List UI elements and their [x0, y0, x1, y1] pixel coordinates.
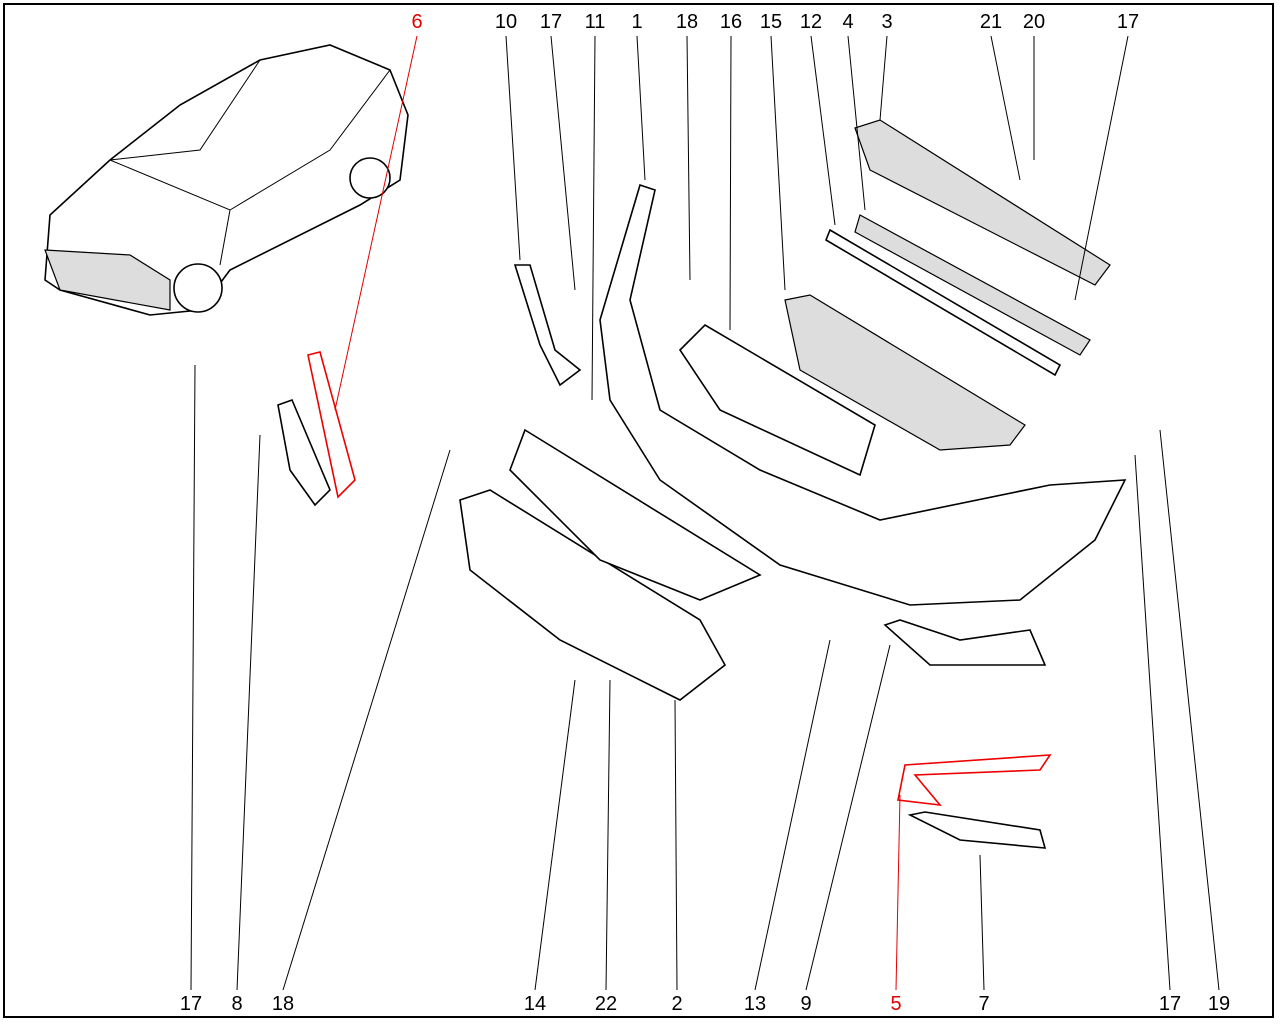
part-7-moulding — [907, 811, 1047, 849]
callouts_bottom-callout-17: 17 — [180, 993, 202, 1015]
callouts_bottom-callout-13: 13 — [744, 993, 766, 1015]
leader-line — [729, 35, 732, 331]
part-4-grille-mesh — [854, 214, 1091, 356]
callouts_top-callout-17: 17 — [540, 11, 562, 33]
callouts_bottom-callout-8: 8 — [231, 993, 242, 1015]
callouts_top-callout-15: 15 — [760, 11, 782, 33]
callouts_bottom-callout-14: 14 — [524, 993, 546, 1015]
leader-line — [505, 35, 521, 261]
leader-line — [1074, 35, 1129, 301]
leader-line — [770, 35, 786, 291]
leader-line — [282, 449, 451, 991]
callouts_top-callout-1: 1 — [631, 11, 642, 33]
callouts_top-callout-3: 3 — [881, 11, 892, 33]
callouts_top-callout-18: 18 — [676, 11, 698, 33]
callouts_top-callout-16: 16 — [720, 11, 742, 33]
callouts_top-callout-21: 21 — [980, 11, 1002, 33]
callouts_top-callout-4: 4 — [842, 11, 853, 33]
leader-line — [591, 35, 596, 401]
callouts_top-callout-6: 6 — [411, 11, 422, 33]
part-15-lower-grille — [784, 294, 1026, 451]
part-2-radiator-grille — [459, 489, 727, 701]
part-8-trim — [277, 398, 331, 507]
leader-line — [686, 35, 691, 281]
leader-line — [534, 679, 576, 991]
callouts_top-callout-11: 11 — [585, 11, 606, 33]
leader-line — [674, 699, 678, 991]
callouts_bottom-callout-19: 19 — [1208, 993, 1230, 1015]
part-1-front-bumper — [599, 183, 1127, 606]
part-9-fog-frame — [883, 619, 1047, 666]
leader-line — [810, 35, 836, 226]
callouts_bottom-callout-17: 17 — [1159, 993, 1181, 1015]
callouts_bottom-callout-2: 2 — [671, 993, 682, 1015]
leader-line — [1134, 454, 1171, 991]
diagram-frame — [3, 3, 1274, 1018]
leader-line — [550, 35, 576, 291]
leader-line — [236, 434, 261, 991]
leader-line — [979, 854, 985, 991]
leader-line — [754, 639, 831, 991]
part-3-upper-grille — [854, 119, 1111, 286]
part-18-shield — [509, 428, 762, 601]
part-16-absorber — [678, 323, 876, 477]
callouts_top-callout-20: 20 — [1023, 11, 1045, 33]
leader-line — [1159, 429, 1220, 991]
callouts_top-callout-10: 10 — [495, 11, 517, 33]
callouts_bottom-callout-5: 5 — [890, 993, 901, 1015]
leader-line — [990, 35, 1021, 181]
leader-line — [847, 35, 866, 211]
callouts_bottom-callout-18: 18 — [272, 993, 294, 1015]
callouts_bottom-callout-9: 9 — [800, 993, 811, 1015]
part-12-strip — [825, 228, 1062, 377]
part-10-bracket — [513, 264, 582, 387]
callouts_top-callout-17: 17 — [1117, 11, 1139, 33]
callouts_top-callout-12: 12 — [800, 11, 822, 33]
part-6-trim-red — [307, 351, 356, 499]
leader-line — [879, 35, 888, 121]
callouts_bottom-callout-22: 22 — [595, 993, 617, 1015]
callouts_bottom-callout-7: 7 — [978, 993, 989, 1015]
leader-line — [805, 644, 891, 991]
car-overview-illustration — [44, 44, 409, 316]
leader-line — [605, 679, 611, 991]
leader-lines — [190, 35, 1220, 991]
leader-line — [190, 364, 196, 991]
leader-line — [895, 794, 901, 991]
part-5-moulding-red — [897, 754, 1052, 807]
leader-line — [636, 35, 646, 181]
leader-line — [334, 35, 418, 411]
